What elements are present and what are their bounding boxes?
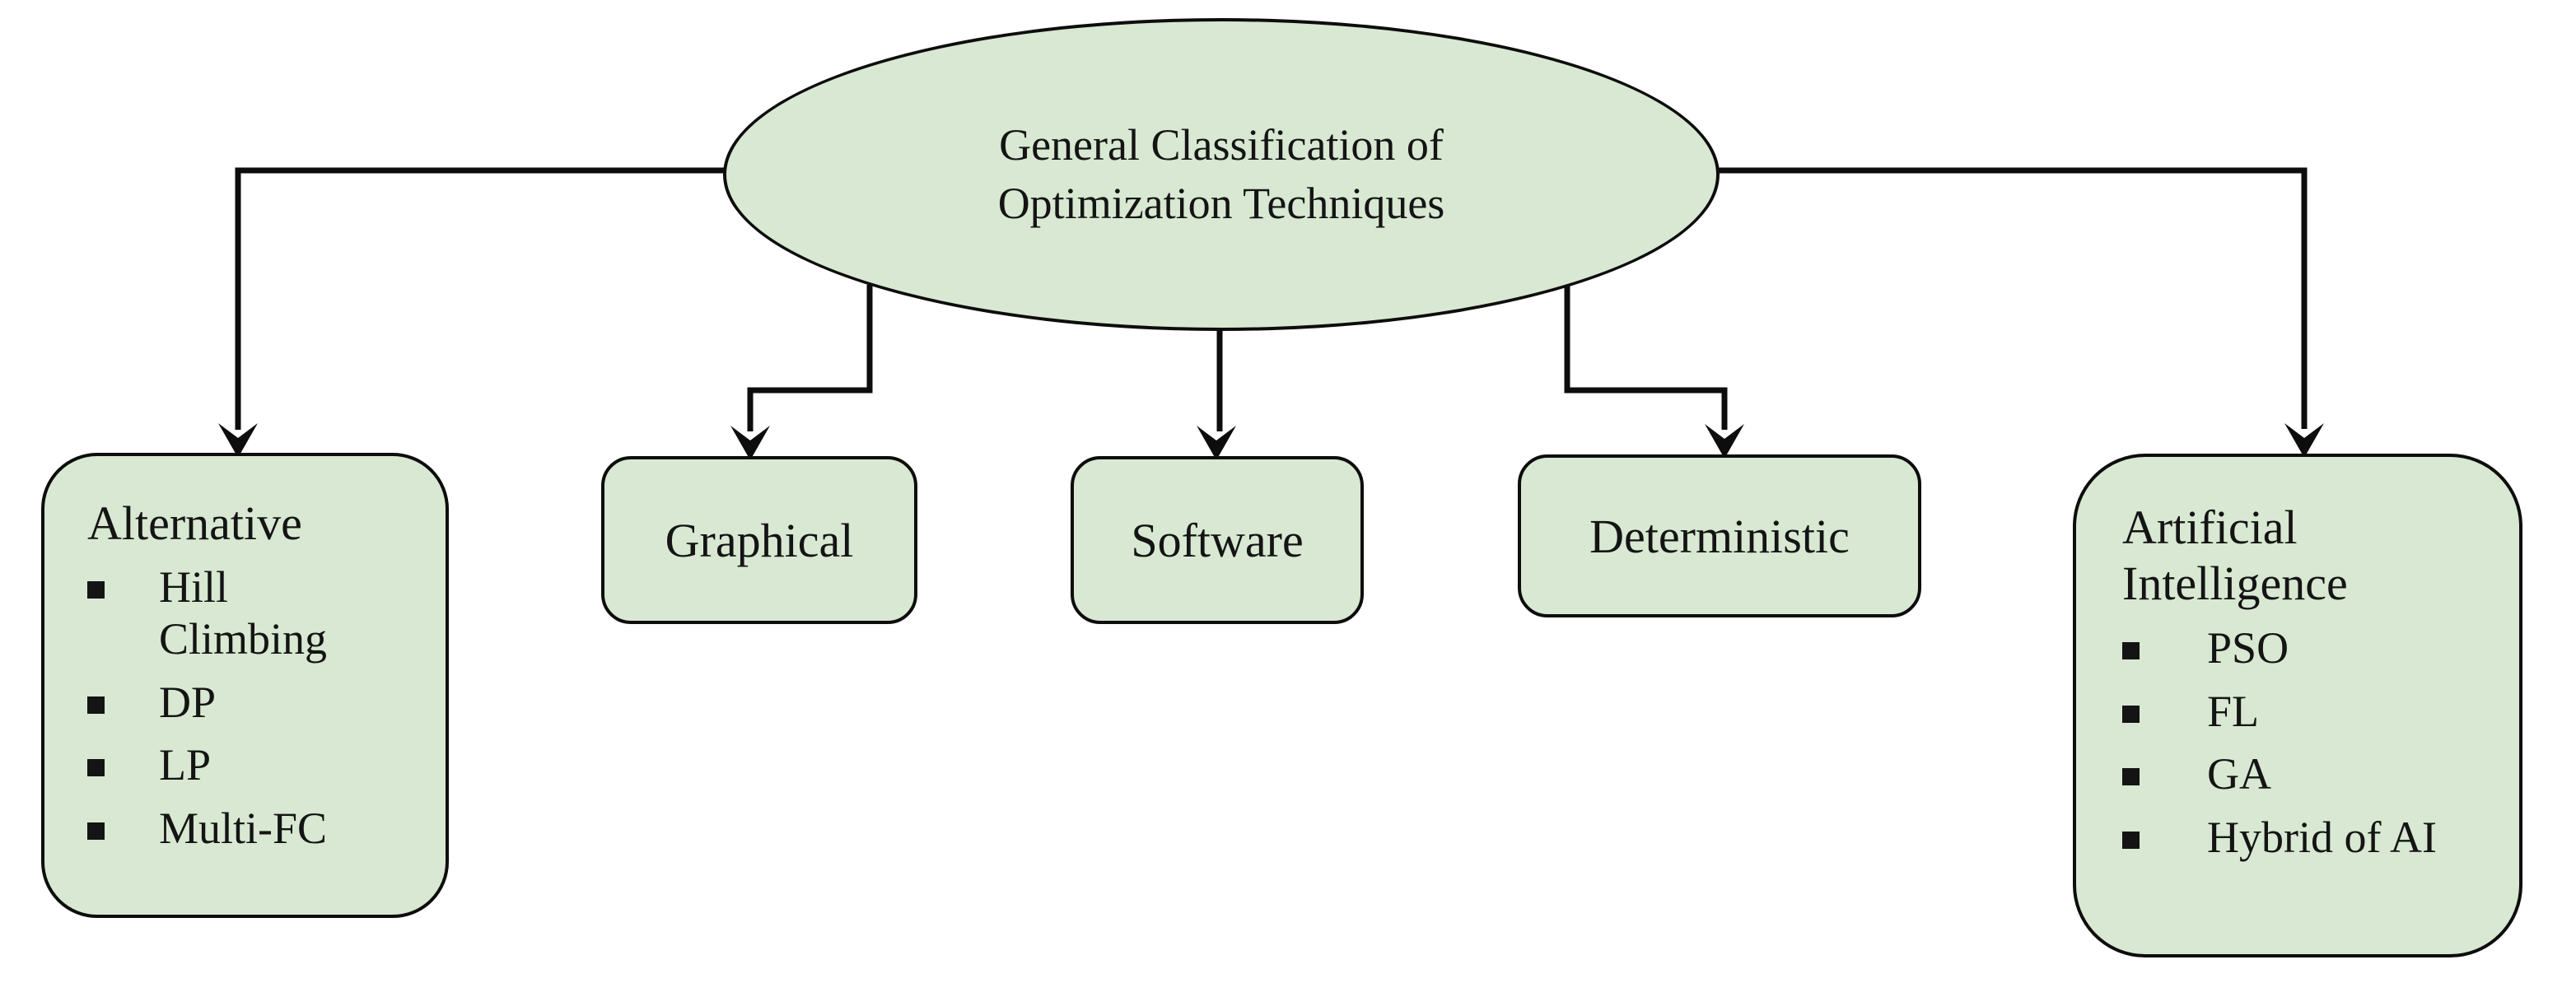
bullet-square-icon xyxy=(2122,705,2140,723)
list-item: LP xyxy=(87,739,431,791)
root-node-ellipse: General Classification of Optimization T… xyxy=(723,18,1720,331)
node-software: Software xyxy=(1071,456,1364,624)
node-alternative: Alternative Hill Climbing DP LP Multi-FC xyxy=(41,453,449,918)
bullet-square-icon xyxy=(2122,768,2140,786)
list-item: Hill Climbing xyxy=(87,561,431,664)
bullet-square-icon xyxy=(2122,831,2140,849)
list-item: PSO xyxy=(2122,622,2504,674)
connector-line-graphical xyxy=(747,285,873,431)
node-item-list: Hill Climbing DP LP Multi-FC xyxy=(87,561,431,854)
arrowhead-icon xyxy=(730,426,770,460)
bullet-square-icon xyxy=(87,696,105,714)
list-item: GA xyxy=(2122,748,2504,800)
item-label: Multi-FC xyxy=(159,803,328,853)
bullet-square-icon xyxy=(87,759,105,777)
bullet-square-icon xyxy=(87,581,105,599)
list-item: Hybrid of AI xyxy=(2122,812,2504,864)
node-item-list: PSO FL GA Hybrid of AI xyxy=(2122,622,2504,864)
list-item: FL xyxy=(2122,686,2504,738)
arrowhead-icon xyxy=(1197,426,1236,460)
arrowhead-icon xyxy=(1705,424,1744,459)
connector-line-deterministic xyxy=(1564,285,1728,430)
node-graphical: Graphical xyxy=(601,456,917,624)
node-deterministic: Deterministic xyxy=(1518,454,1921,617)
node-label: Artificial Intelligence xyxy=(2122,501,2348,611)
list-item: Multi-FC xyxy=(87,803,431,855)
arrowhead-icon xyxy=(218,423,258,458)
connector-line-artificial-intelligence xyxy=(1715,167,2308,429)
list-item: DP xyxy=(87,677,431,729)
item-label: GA xyxy=(2207,749,2271,799)
node-label: Graphical xyxy=(665,513,854,567)
item-label: LP xyxy=(159,740,212,790)
arrowhead-icon xyxy=(2284,423,2324,458)
bullet-square-icon xyxy=(2122,641,2140,659)
connector-line-alternative xyxy=(235,167,728,430)
bullet-square-icon xyxy=(87,822,105,840)
root-node-label: General Classification of Optimization T… xyxy=(997,119,1445,228)
node-artificial-intelligence: Artificial Intelligence PSO FL GA Hybrid… xyxy=(2073,454,2522,957)
item-label: Hybrid of AI xyxy=(2207,812,2437,862)
item-label: DP xyxy=(159,677,217,727)
node-label: Deterministic xyxy=(1589,509,1850,563)
node-label: Alternative xyxy=(87,496,302,550)
item-label: PSO xyxy=(2207,622,2289,673)
node-label: Software xyxy=(1131,513,1304,567)
item-label: Hill Climbing xyxy=(159,562,328,664)
item-label: FL xyxy=(2207,686,2260,736)
